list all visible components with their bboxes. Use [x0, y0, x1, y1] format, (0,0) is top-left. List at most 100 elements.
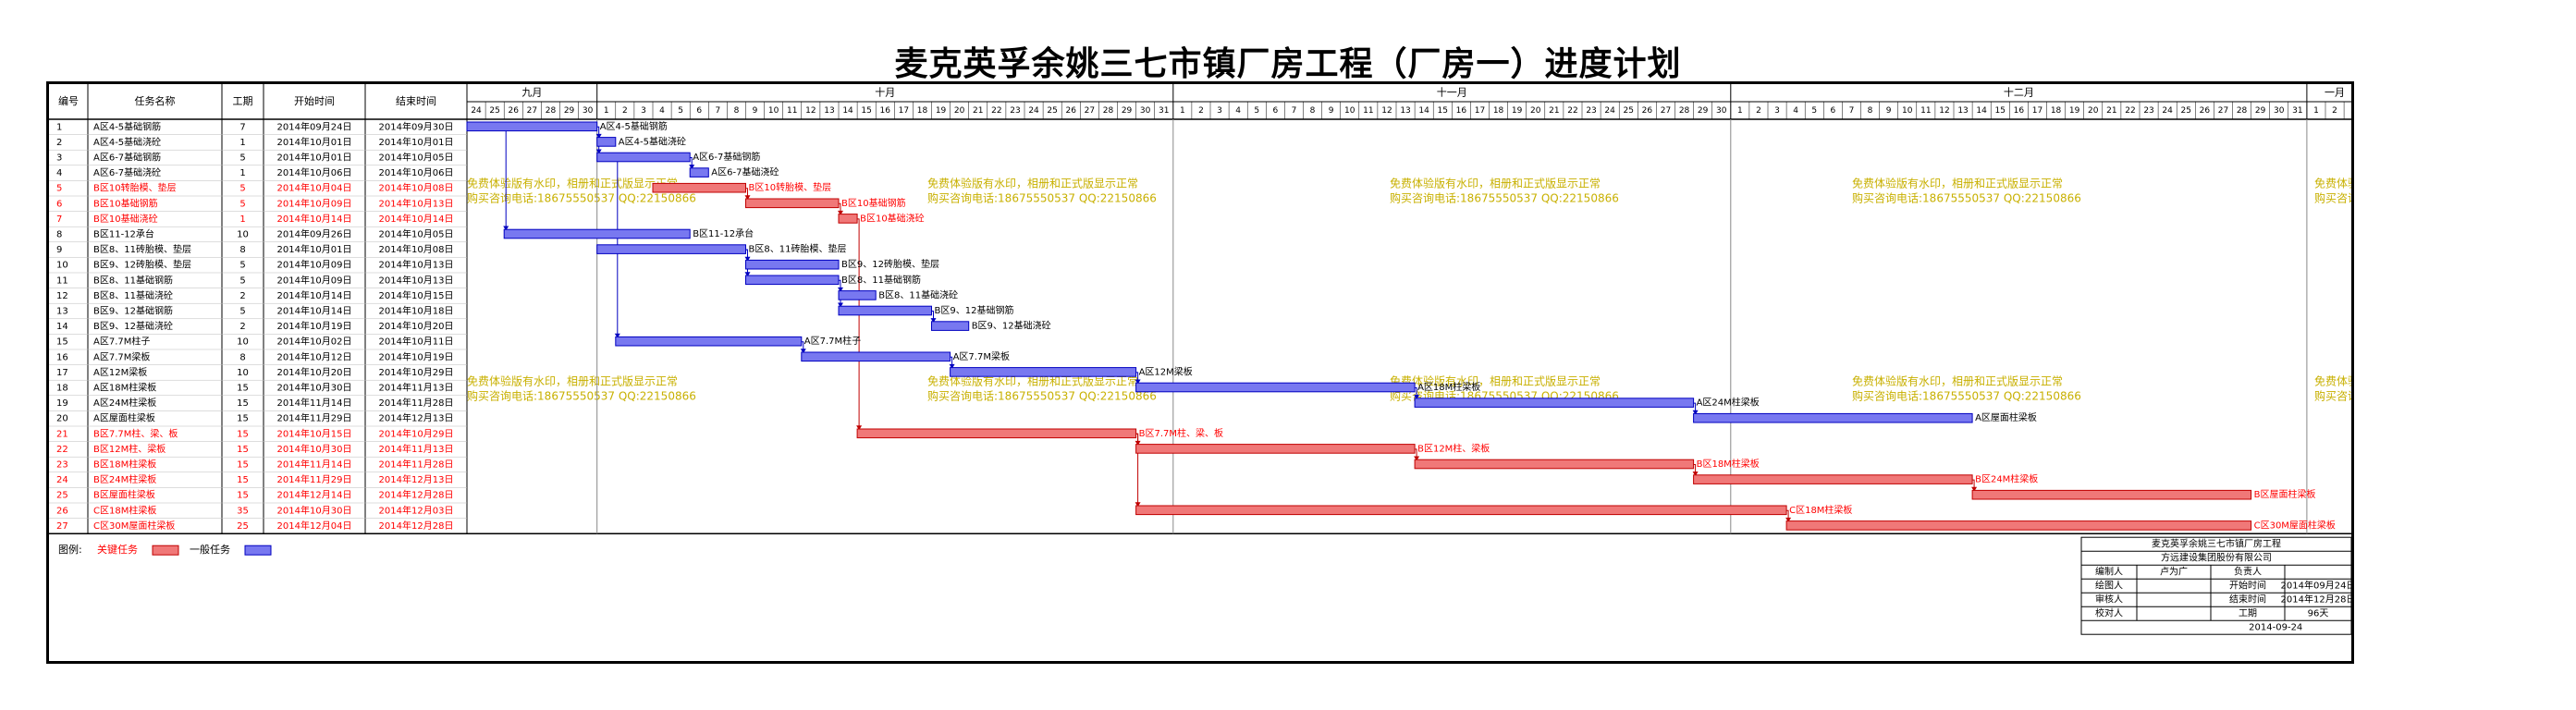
task-duration: 35 — [237, 506, 249, 516]
dependency-arrow — [744, 272, 751, 277]
task-duration: 1 — [239, 168, 245, 178]
info-cell: 结束时间 — [2229, 594, 2266, 606]
bar-label: B区9、12砖胎模、垫层 — [841, 258, 939, 270]
task-name: B区24M柱梁板 — [93, 473, 156, 485]
task-bar — [466, 121, 598, 132]
dependency-arrow — [744, 195, 751, 201]
task-end: 2014年12月13日 — [379, 473, 454, 485]
day-label: 25 — [1624, 106, 1634, 116]
task-end: 2014年10月14日 — [379, 213, 454, 225]
task-bar — [838, 214, 858, 224]
day-label: 9 — [753, 106, 758, 116]
task-id: 22 — [56, 445, 68, 455]
day-label: 26 — [509, 106, 520, 116]
task-bar — [838, 290, 877, 300]
info-company: 方远建设集团股份有限公司 — [2161, 552, 2272, 564]
task-name: A区4-5基础钢筋 — [93, 120, 161, 132]
day-label: 24 — [1604, 106, 1615, 116]
task-start: 2014年10月30日 — [277, 382, 352, 394]
day-label: 15 — [1995, 106, 2006, 116]
day-label: 16 — [880, 106, 891, 116]
task-end: 2014年10月11日 — [379, 336, 454, 348]
task-start: 2014年10月30日 — [277, 504, 352, 516]
bar-label: B区8、11基础浇砼 — [878, 288, 958, 300]
day-label: 6 — [1272, 106, 1278, 116]
day-label: 17 — [2032, 106, 2042, 116]
task-start: 2014年10月19日 — [277, 320, 352, 332]
task-name: A区12M梁板 — [93, 366, 147, 378]
day-label: 26 — [1066, 106, 1077, 116]
task-start: 2014年09月24日 — [277, 120, 352, 132]
task-end: 2014年10月29日 — [379, 427, 454, 439]
task-end: 2014年12月28日 — [379, 520, 454, 532]
task-end: 2014年10月13日 — [379, 197, 454, 209]
task-name: B区10转胎模、垫层 — [93, 182, 177, 194]
day-label: 24 — [1028, 106, 1039, 116]
task-duration: 25 — [237, 521, 249, 532]
task-start: 2014年11月29日 — [277, 412, 352, 424]
task-bar — [1785, 520, 2252, 531]
task-bar — [838, 305, 932, 316]
task-duration: 2 — [239, 322, 245, 332]
bar-label: B区24M柱梁板 — [1975, 473, 2038, 485]
bar-label: A区18M柱梁板 — [1417, 381, 1480, 393]
month-label: 一月 — [2325, 87, 2345, 99]
task-end: 2014年10月01日 — [379, 136, 454, 148]
day-label: 16 — [2014, 106, 2025, 116]
bar-label: B区11-12承台 — [693, 227, 754, 239]
info-box — [2080, 536, 2351, 635]
task-duration: 2 — [239, 291, 245, 301]
task-name: B区18M柱梁板 — [93, 459, 156, 471]
bar-label: A区24M柱梁板 — [1697, 397, 1760, 409]
task-name: A区24M柱梁板 — [93, 397, 156, 409]
task-end: 2014年10月15日 — [379, 289, 454, 301]
task-bar — [856, 428, 1137, 439]
day-label: 2 — [622, 106, 628, 116]
dependency-arrow — [1414, 456, 1420, 461]
day-label: 25 — [1047, 106, 1057, 116]
day-label: 15 — [861, 106, 871, 116]
dependency-arrow — [838, 210, 843, 215]
column-header: 结束时间 — [396, 95, 436, 107]
day-label: 27 — [2218, 106, 2228, 116]
dependency-arrow — [595, 133, 602, 139]
day-label: 25 — [489, 106, 499, 116]
bar-label: A区4-5基础钢筋 — [600, 120, 668, 132]
task-duration: 10 — [237, 337, 249, 348]
info-cell: 工期 — [2239, 608, 2257, 619]
task-id: 7 — [56, 214, 62, 225]
task-start: 2014年10月14日 — [277, 289, 352, 301]
day-label: 8 — [734, 106, 740, 116]
gantt-frame: 免费体验版有水印，相册和正式版显示正常购买咨询电话:18675550537 QQ… — [46, 81, 2354, 664]
bar-label: A区12M梁板 — [1139, 365, 1193, 377]
task-duration: 5 — [239, 153, 245, 164]
watermark-line1: 免费体验版有水印，相册和正式版显示正常 — [2314, 374, 2351, 388]
task-name: B区9、12砖胎模、垫层 — [93, 259, 191, 271]
task-duration: 5 — [239, 275, 245, 286]
bar-label: B区8、11基础钢筋 — [841, 274, 921, 286]
day-label: 3 — [1217, 106, 1222, 116]
bar-label: B区18M柱梁板 — [1697, 458, 1760, 470]
task-bar — [615, 336, 803, 347]
dependency-arrow — [1692, 410, 1699, 415]
day-label: 12 — [1381, 106, 1392, 116]
task-name: B区9、12基础钢筋 — [93, 305, 173, 317]
page-title: 麦克英孚余姚三七市镇厂房工程（厂房一）进度计划 — [894, 44, 1682, 83]
watermark-line1: 免费体验版有水印，相册和正式版显示正常 — [1852, 177, 2063, 190]
task-id: 5 — [56, 184, 62, 194]
day-label: 29 — [564, 106, 575, 116]
task-bar — [801, 351, 951, 362]
day-label: 23 — [2143, 106, 2153, 116]
info-project: 麦克英孚余姚三七市镇厂房工程 — [2152, 538, 2281, 550]
dependency-arrow — [503, 226, 509, 231]
watermark-line1: 免费体验版有水印，相册和正式版显示正常 — [467, 374, 678, 388]
task-name: B区12M柱、梁板 — [93, 443, 166, 455]
task-end: 2014年10月06日 — [379, 166, 454, 178]
day-label: 1 — [1737, 106, 1743, 116]
task-bar — [596, 152, 691, 163]
bar-label: C区18M柱梁板 — [1789, 504, 1852, 516]
task-start: 2014年12月14日 — [277, 489, 352, 501]
dependency-arrow — [838, 287, 843, 292]
task-end: 2014年10月20日 — [379, 320, 454, 332]
task-end: 2014年11月28日 — [379, 397, 454, 409]
